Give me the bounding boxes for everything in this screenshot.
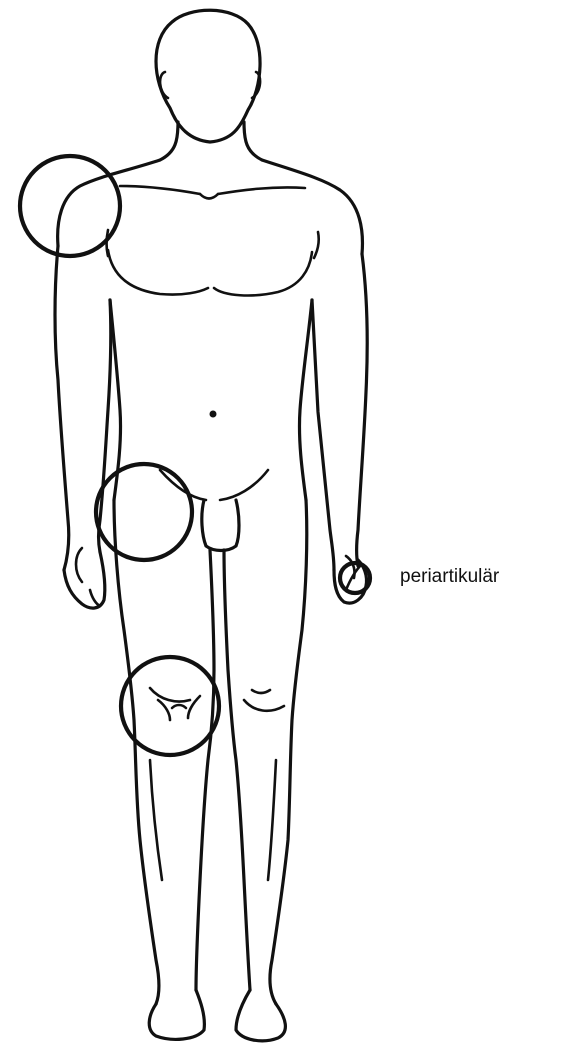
left-leg-inner xyxy=(196,550,214,990)
right-arm-outer xyxy=(357,254,368,566)
left-thumb xyxy=(76,548,82,582)
right-clavicle xyxy=(218,187,305,194)
right-shin-detail xyxy=(268,760,276,880)
right-foot xyxy=(236,990,285,1041)
right-pectoral xyxy=(214,252,312,295)
left-arm-inner xyxy=(99,300,111,552)
genitals xyxy=(202,500,239,551)
torso-right-side xyxy=(299,300,312,500)
right-shoulder-line xyxy=(262,160,362,254)
left-finger xyxy=(90,590,100,606)
neck-left xyxy=(160,122,178,160)
right-ear xyxy=(252,72,260,98)
right-leg-inner xyxy=(224,550,250,990)
pelvis-right xyxy=(220,470,268,500)
periarticular-label: periartikulär xyxy=(400,566,499,588)
left-clavicle xyxy=(120,186,200,194)
right-arm-inner xyxy=(312,300,334,570)
left-arm-outer xyxy=(55,246,69,570)
knee-marker-circle xyxy=(121,657,219,755)
right-deltoid-line xyxy=(314,232,319,258)
neck-right xyxy=(244,122,262,160)
left-knee-bracket-left xyxy=(158,700,170,720)
shoulder-marker-circle xyxy=(20,156,120,256)
left-knee-detail xyxy=(150,688,190,702)
navel xyxy=(210,411,217,418)
left-pectoral xyxy=(108,250,208,295)
left-deltoid-line xyxy=(107,230,109,256)
left-shin-detail xyxy=(150,760,162,880)
sternum-notch xyxy=(200,194,218,199)
left-hand xyxy=(64,552,105,608)
right-knee-detail xyxy=(244,700,284,711)
left-knee-bracket-mid xyxy=(172,705,186,708)
hip-marker-circle xyxy=(96,464,192,560)
right-leg-outer xyxy=(270,500,307,1004)
right-knee-mark xyxy=(252,690,270,693)
